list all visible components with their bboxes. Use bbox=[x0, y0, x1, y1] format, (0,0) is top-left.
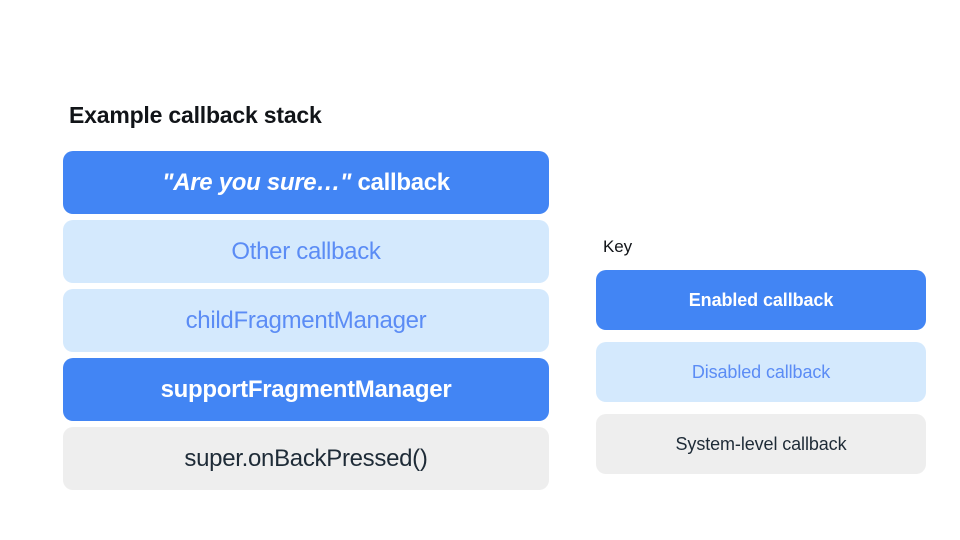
callback-stack-item-label: supportFragmentManager bbox=[160, 375, 452, 403]
page-title: Example callback stack bbox=[69, 102, 322, 128]
key-item-label: Enabled callback bbox=[688, 290, 834, 310]
callback-stack-item-support-fragment-manager: supportFragmentManager bbox=[63, 358, 549, 421]
key-item-system-level-callback: System-level callback bbox=[596, 414, 926, 474]
callback-stack-item-child-fragment-manager: childFragmentManager bbox=[63, 289, 549, 352]
callback-stack-panel: Example callback stack "Are you sure…" c… bbox=[63, 100, 549, 490]
callback-stack-item-label: Other callback bbox=[231, 237, 381, 265]
key-item-label: System-level callback bbox=[675, 434, 847, 454]
callback-stack-item-label: "Are you sure…" callback bbox=[162, 168, 451, 196]
callback-stack-item-label: childFragmentManager bbox=[185, 306, 427, 334]
key-item-label: Disabled callback bbox=[691, 362, 831, 382]
callback-stack-item-other-callback: Other callback bbox=[63, 220, 549, 283]
key-panel: Key Enabled callback Disabled callback S… bbox=[596, 236, 926, 474]
key-list: Enabled callback Disabled callback Syste… bbox=[596, 270, 926, 474]
callback-stack-item-label: super.onBackPressed() bbox=[184, 444, 428, 472]
key-item-enabled-callback: Enabled callback bbox=[596, 270, 926, 330]
callback-stack-item-label-plain: callback bbox=[351, 168, 451, 196]
callback-stack-item-are-you-sure: "Are you sure…" callback bbox=[63, 151, 549, 214]
key-title: Key bbox=[603, 237, 632, 256]
callback-stack-item-label-quoted: "Are you sure…" bbox=[162, 168, 352, 196]
key-item-disabled-callback: Disabled callback bbox=[596, 342, 926, 402]
callback-stack-list: "Are you sure…" callback Other callback … bbox=[63, 151, 549, 490]
callback-stack-item-super-onbackpressed: super.onBackPressed() bbox=[63, 427, 549, 490]
